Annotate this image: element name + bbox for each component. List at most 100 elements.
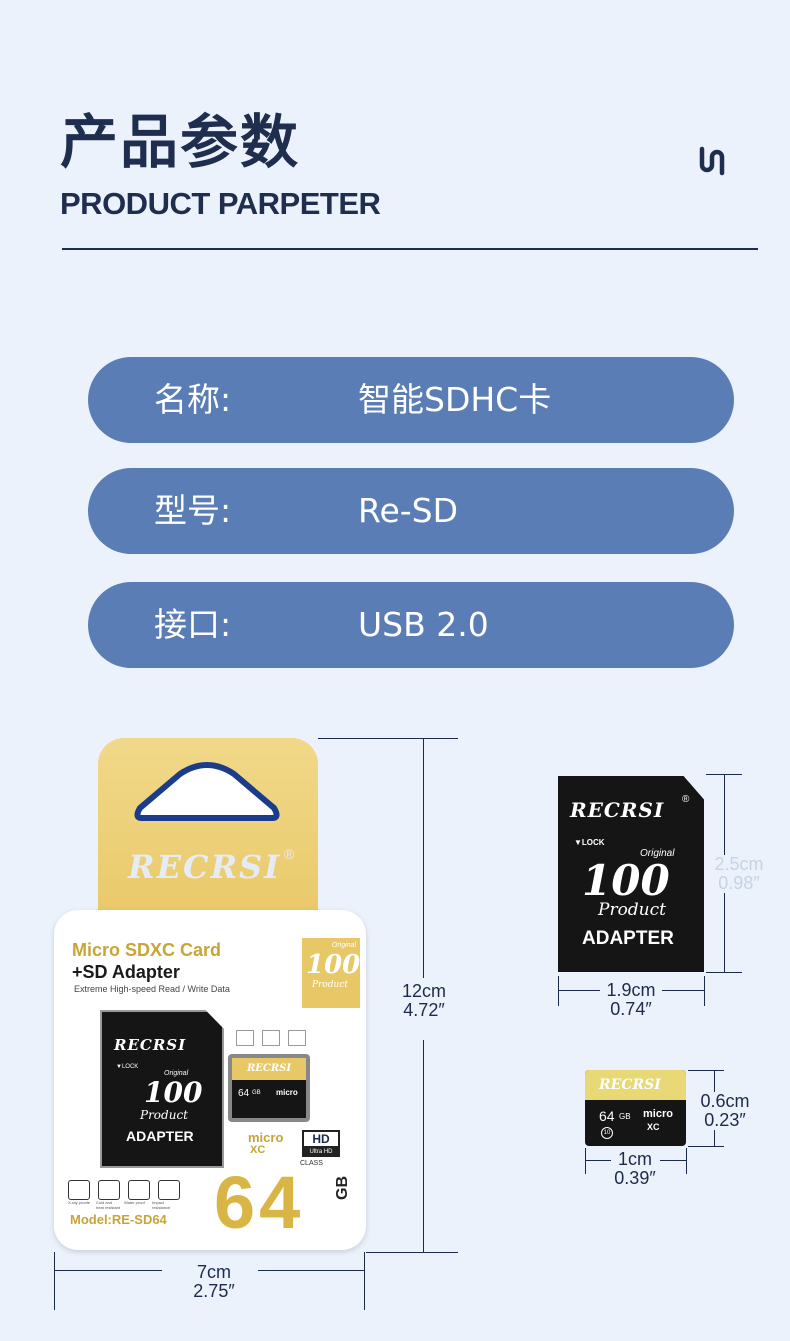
spec-row-model: 型号: Re-SD: [88, 468, 734, 554]
dim-tick: [706, 972, 742, 973]
adapter-number: 100: [582, 856, 670, 905]
adapter-height-label: 2.5cm 0.98″: [706, 855, 772, 893]
dim-cm: 12cm: [401, 981, 446, 1001]
package-headline2: +SD Adapter: [72, 962, 180, 982]
micro-logo: micro: [643, 1108, 673, 1120]
badge-original-text: Original: [331, 942, 356, 949]
waterproof-icon: [128, 1180, 150, 1200]
ultra-hd-label: Ultra HD: [302, 1148, 340, 1157]
spec-row-interface: 接口: USB 2.0: [88, 582, 734, 668]
dim-line-horizontal: [660, 1160, 686, 1161]
spec-key: 名称:: [154, 380, 232, 419]
micro-width-label: 1cm 0.39″: [606, 1150, 664, 1188]
xray-icon: [68, 1180, 90, 1200]
package-sd-adapter: RECRSI ▼LOCK Original 100 Product ADAPTE…: [100, 1010, 224, 1168]
feature-label: X-ray proofe: [68, 1200, 91, 1205]
adapter-product-text: Product: [598, 900, 666, 920]
xc-logo: XC: [250, 1144, 266, 1156]
badge-product-text: Product: [312, 980, 348, 990]
dim-cm: 2.5cm: [714, 854, 764, 874]
format-icons: [236, 1030, 306, 1046]
dim-line-vertical: [423, 738, 424, 978]
micro-gb: GB: [252, 1090, 261, 1096]
adapter-brand: RECRSI: [114, 1036, 187, 1054]
image-icon: [262, 1030, 280, 1046]
dim-line-horizontal: [258, 1270, 364, 1271]
dim-in: 4.72″: [403, 1000, 445, 1020]
micro-capacity: 64: [238, 1088, 250, 1099]
feature-icons: [68, 1180, 180, 1200]
dim-tick: [585, 1148, 586, 1174]
dim-tick: [54, 1252, 55, 1310]
package-card: Micro SDXC Card +SD Adapter Extreme High…: [54, 910, 366, 1250]
link-icon: [699, 146, 725, 176]
adapter-original-text: Original: [640, 848, 675, 859]
micro-height-label: 0.6cm 0.23″: [696, 1092, 754, 1130]
dim-in: 0.23″: [704, 1110, 746, 1130]
adapter-number: 100: [144, 1076, 203, 1109]
dim-in: 2.75″: [193, 1281, 235, 1301]
adapter-product-text: Product: [140, 1108, 188, 1122]
package-hanger: RECRSI ®: [98, 738, 318, 938]
dim-cm: 1.9cm: [606, 980, 656, 1000]
feature-labels: X-ray proofe Cold and heat resistant Wat…: [68, 1200, 176, 1210]
page-title: 产品参数: [60, 108, 301, 176]
spec-value: Re-SD: [358, 491, 459, 530]
class10-icon: 10: [601, 1127, 613, 1139]
video-icon: [288, 1030, 306, 1046]
adapter-reg-mark: ®: [682, 794, 690, 805]
dim-line-horizontal: [662, 990, 704, 991]
hd-logo: HD: [302, 1130, 340, 1148]
adapter-width-label: 1.9cm 0.74″: [600, 981, 662, 1019]
dim-tick: [688, 1146, 724, 1147]
package-micro-sd: RECRSI 64 GB micro: [228, 1054, 310, 1122]
dim-tick: [688, 1070, 724, 1071]
dim-tick: [318, 738, 458, 739]
dim-cm: 0.6cm: [700, 1091, 750, 1111]
spec-key: 接口:: [154, 605, 232, 644]
impact-icon: [158, 1180, 180, 1200]
dim-tick: [686, 1148, 687, 1174]
xc-logo: XC: [647, 1122, 660, 1132]
capacity-unit: GB: [334, 1176, 351, 1200]
micro-capacity: 64: [599, 1108, 615, 1124]
micro-brand: RECRSI: [585, 1070, 686, 1100]
micro-logo: micro: [276, 1088, 298, 1097]
adapter-brand: RECRSI: [570, 798, 665, 822]
micro-body: 64 GB micro: [232, 1080, 306, 1118]
dim-tick: [704, 976, 705, 1006]
capacity-number: 64: [214, 1161, 305, 1244]
feature-label: Impact resistance: [152, 1200, 171, 1210]
adapter-original-text: Original: [164, 1070, 189, 1077]
hanger-brand: RECRSI: [128, 848, 282, 886]
hang-hole-icon: [134, 762, 280, 821]
package-width-label: 7cm 2.75″: [180, 1263, 248, 1301]
dim-line-horizontal: [54, 1270, 162, 1271]
hanger-reg-mark: ®: [284, 846, 295, 862]
dim-tick: [364, 1252, 365, 1310]
badge-number: 100: [306, 950, 361, 980]
package-headline1: Micro SDXC Card: [72, 940, 222, 960]
temperature-icon: [98, 1180, 120, 1200]
dim-line-horizontal: [585, 1160, 611, 1161]
microsd-logo: micro: [248, 1130, 284, 1145]
feature-label: Cold and heat resistant: [96, 1200, 121, 1210]
spec-value: 智能SDHC卡: [358, 380, 552, 419]
package-tagline: Extreme High-speed Read / Write Data: [74, 984, 230, 994]
adapter-lock-text: ▼LOCK: [116, 1064, 139, 1070]
dim-tick: [558, 976, 559, 1006]
adapter-label: ADAPTER: [126, 1128, 194, 1144]
spec-value: USB 2.0: [358, 605, 489, 644]
dim-cm: 7cm: [196, 1262, 231, 1282]
model-label: Model:RE-SD64: [70, 1212, 167, 1227]
package-height-label: 12cm 4.72″: [396, 982, 452, 1020]
class-label: CLASS: [300, 1160, 323, 1167]
music-icon: [236, 1030, 254, 1046]
original-badge: Original 100 Product: [302, 938, 360, 1008]
micro-gb: GB: [619, 1112, 631, 1121]
dim-line-horizontal: [558, 990, 600, 991]
adapter-lock-text: ▼LOCK: [574, 838, 605, 847]
sd-adapter: RECRSI ® ▼LOCK Original 100 Product ADAP…: [558, 776, 704, 972]
page-subtitle: PRODUCT PARPETER: [60, 186, 381, 221]
micro-sd-card: RECRSI 64 GB micro XC 10: [585, 1070, 686, 1146]
